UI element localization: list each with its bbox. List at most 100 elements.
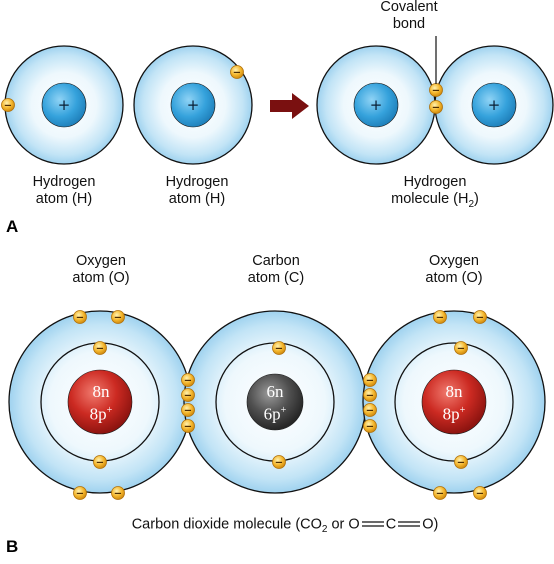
- electron-bond-r-e3-sign: −: [366, 406, 374, 417]
- electron-o1-e3-sign: −: [96, 344, 104, 355]
- electron-o1-e5-sign: −: [76, 489, 84, 500]
- electron-c-e2-sign: −: [275, 458, 283, 469]
- co2-caption: Carbon dioxide molecule (CO2 or O C O): [90, 516, 480, 538]
- covalent-label-line2: bond: [392, 16, 426, 32]
- electron-o1-e3: [93, 341, 107, 355]
- electron-o1-e2-sign: −: [114, 313, 122, 324]
- atom2-line2: atom (H): [168, 191, 226, 207]
- electron-bond-bottom-sign: −: [432, 103, 440, 114]
- electron-bond-l-e2-sign: −: [184, 391, 192, 402]
- caption-subscript: 2: [321, 524, 328, 536]
- carbon-sup: +: [280, 405, 287, 416]
- electron-o2-e1-sign: −: [436, 313, 444, 324]
- electron-o2-e5: [433, 486, 447, 500]
- oxygen-left-label: Oxygen atom (O): [51, 253, 151, 287]
- atom1-line1: Hydrogen: [32, 174, 96, 190]
- hydrogen-atom-2-nucleus: [170, 82, 216, 128]
- hydrogen-molecule-atom-2-plus: +: [488, 96, 501, 114]
- carbon-line1: Carbon: [252, 253, 300, 269]
- atom2-line1: Hydrogen: [165, 174, 229, 190]
- electron-bond-r-e1: [363, 373, 377, 387]
- caption-end: O): [422, 516, 439, 533]
- electron-o1-e2: [111, 310, 125, 324]
- carbon-protons: 6p+: [247, 401, 303, 424]
- electron-c-e1: [272, 341, 286, 355]
- caption-c: C: [385, 516, 397, 533]
- molecule-prefix: molecule (H: [391, 191, 469, 207]
- caption-mid: or O: [327, 516, 360, 533]
- electron-c-e1-sign: −: [275, 344, 283, 355]
- carbon-nucleus-label: 6n 6p+: [247, 382, 303, 424]
- carbon-p: 6p: [263, 404, 281, 424]
- oxygen-left-neutrons: 8n: [92, 382, 110, 401]
- double-bond-2: [396, 516, 422, 533]
- electron-o2-e5-sign: −: [436, 489, 444, 500]
- double-bond-2-lines: [398, 521, 421, 527]
- electron-bond-l-e3-sign: −: [184, 406, 192, 417]
- electron-o2-e2-sign: −: [476, 313, 484, 324]
- electron-o1-e1: [73, 310, 87, 324]
- electron-o1-e5: [73, 486, 87, 500]
- electron-h2: [230, 65, 244, 79]
- oxygen-right-neutrons: 8n: [445, 382, 463, 401]
- oxygen-right-p: 8p: [442, 404, 460, 424]
- molecule-suffix: ): [474, 191, 479, 207]
- oxygen-right-label: Oxygen atom (O): [404, 253, 504, 287]
- reaction-arrow: [270, 93, 309, 119]
- oxygen-right-line2: atom (O): [425, 270, 483, 286]
- electron-h2-sign: −: [233, 68, 241, 79]
- carbon-neutrons: 6n: [266, 382, 284, 401]
- electron-bond-bottom: [429, 100, 443, 114]
- electron-o1-e4-sign: −: [96, 458, 104, 469]
- electron-o2-e1: [433, 310, 447, 324]
- electron-bond-l-e4-sign: −: [184, 422, 192, 433]
- electron-h1-sign: −: [4, 101, 12, 112]
- oxygen-left-p: 8p: [89, 404, 107, 424]
- electron-bond-r-e2: [363, 388, 377, 402]
- electron-o2-e4: [454, 455, 468, 469]
- electron-o1-e6: [111, 486, 125, 500]
- hydrogen-atom-2-label: Hydrogen atom (H): [147, 174, 247, 208]
- electron-o1-e4: [93, 455, 107, 469]
- electron-o2-e4-sign: −: [457, 458, 465, 469]
- electron-bond-r-e4-sign: −: [366, 422, 374, 433]
- carbon-nucleus: [246, 373, 304, 431]
- electron-bond-r-e1-sign: −: [366, 376, 374, 387]
- electron-bond-top-sign: −: [432, 86, 440, 97]
- hydrogen-molecule-atom-1-nucleus: [353, 82, 399, 128]
- molecule-line2: molecule (H2): [370, 191, 500, 213]
- electron-o2-e6-sign: −: [476, 489, 484, 500]
- electron-bond-l-e4: [181, 419, 195, 433]
- oxygen-left-protons: 8p+: [73, 401, 129, 424]
- electron-bond-l-e1-sign: −: [184, 376, 192, 387]
- oxygen-right-protons: 8p+: [426, 401, 482, 424]
- hydrogen-atom-1-plus: +: [58, 96, 71, 114]
- oxygen-left-line2: atom (O): [72, 270, 130, 286]
- panel-a-letter: A: [6, 217, 19, 236]
- hydrogen-molecule-atom-2-nucleus: [471, 82, 517, 128]
- electron-bond-l-e1: [181, 373, 195, 387]
- hydrogen-atom-1-label: Hydrogen atom (H): [14, 174, 114, 208]
- oxygen-left-line1: Oxygen: [76, 253, 126, 269]
- electron-o1-e6-sign: −: [114, 489, 122, 500]
- electron-h1: [1, 98, 15, 112]
- oxygen-left-sup: +: [106, 405, 113, 416]
- electron-o2-e6: [473, 486, 487, 500]
- molecule-line1: Hydrogen: [403, 174, 467, 190]
- electron-o1-e1-sign: −: [76, 313, 84, 324]
- caption-prefix: Carbon dioxide molecule (CO: [131, 516, 322, 533]
- panel-b-letter: B: [6, 537, 19, 556]
- electron-o2-e3: [454, 341, 468, 355]
- covalent-label-line1: Covalent: [380, 0, 438, 15]
- oxygen-left-nucleus: [67, 369, 133, 435]
- hydrogen-molecule-atom-1-plus: +: [370, 96, 383, 114]
- molecule-subscript: 2: [468, 198, 475, 210]
- electron-bond-l-e3: [181, 403, 195, 417]
- hydrogen-atom-1-nucleus: [41, 82, 87, 128]
- carbon-line2: atom (C): [247, 270, 305, 286]
- electron-o2-e3-sign: −: [457, 344, 465, 355]
- electron-o2-e2: [473, 310, 487, 324]
- hydrogen-atom-2-plus: +: [187, 96, 200, 114]
- covalent-bond-label: Covalent bond: [364, 0, 454, 33]
- electron-c-e2: [272, 455, 286, 469]
